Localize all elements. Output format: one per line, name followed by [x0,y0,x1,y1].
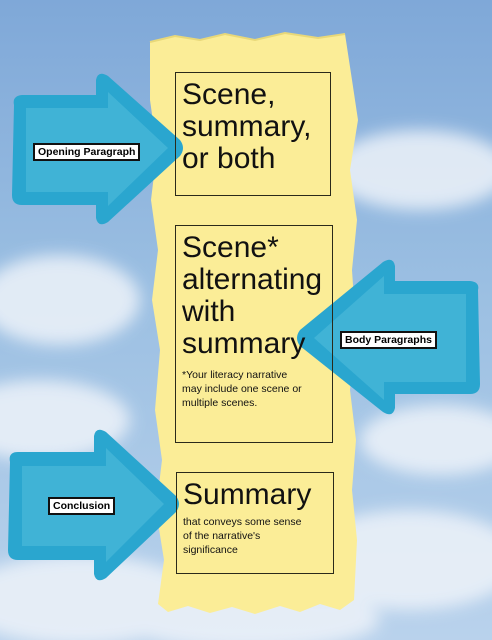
section-body-note-1: *Your literacy narrative [182,369,288,381]
section-conclusion-note-1: that conveys some sense [183,516,302,528]
section-body-line-2: alternating [182,263,323,296]
section-conclusion-box: Summary that conveys some sense of the n… [176,472,334,574]
conclusion-label: Conclusion [48,497,116,515]
section-conclusion-note-2: of the narrative's [183,530,261,542]
section-body-line-3: with [182,295,236,328]
section-body-note-3: multiple scenes. [182,397,258,409]
section-body-line-1: Scene* [182,231,279,264]
section-opening-line-2: summary, [182,110,312,143]
section-opening-line-3: or both [182,142,276,175]
opening-paragraph-label: Opening Paragraph [33,143,141,161]
section-opening-line-1: Scene, [182,78,276,111]
section-conclusion-heading: Summary [183,478,312,511]
section-body-note-2: may include one scene or [182,383,302,395]
section-body-line-4: summary [182,327,306,360]
body-paragraphs-label: Body Paragraphs [340,331,437,349]
section-body-box: Scene* alternating with summary *Your li… [175,225,333,443]
paper-shape [150,33,358,614]
section-opening-box: Scene, summary, or both [175,72,331,196]
section-conclusion-note-3: significance [183,544,238,556]
